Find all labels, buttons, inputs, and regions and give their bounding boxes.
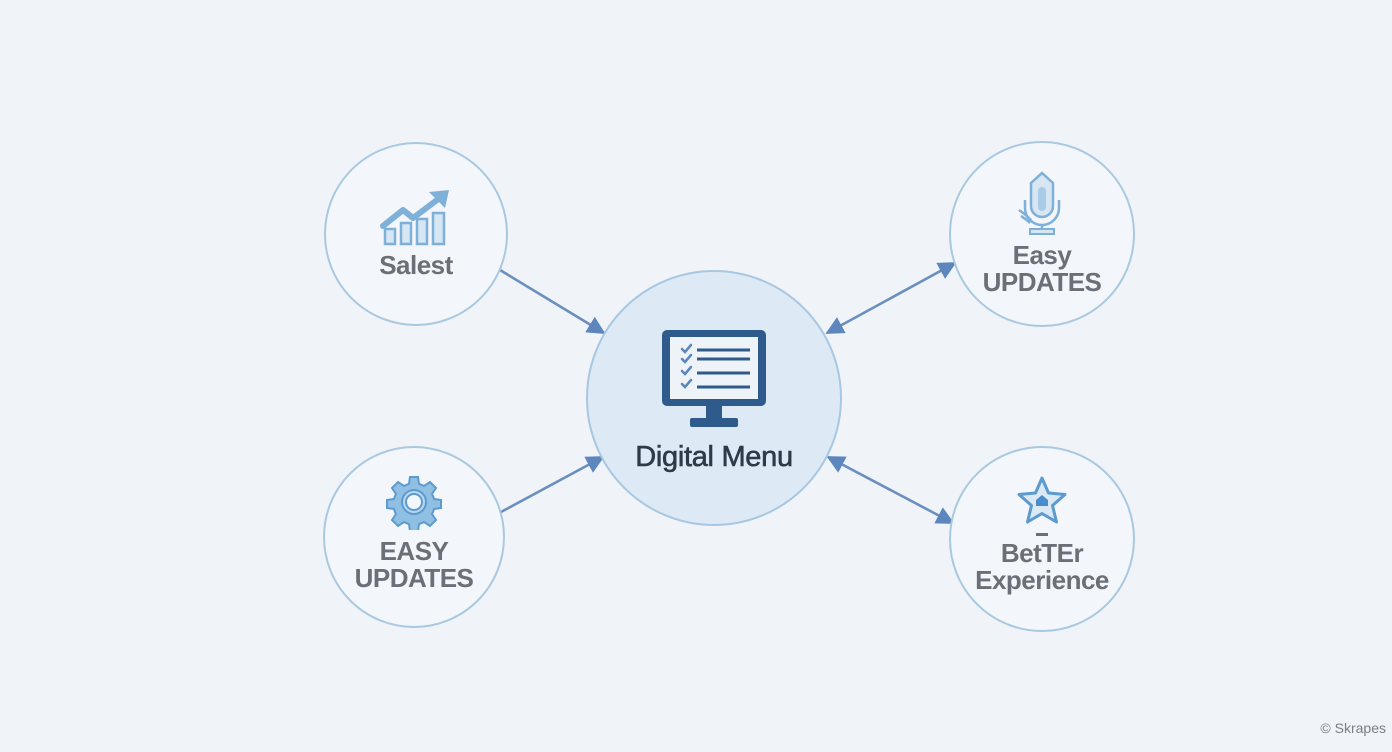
node-label: EASY UPDATES <box>355 538 474 592</box>
label-line: Experience <box>975 564 1109 595</box>
arrow-center-to-easy-updates-right <box>825 261 957 335</box>
microphone-icon <box>1018 171 1061 235</box>
monitor-checklist-icon <box>662 329 766 427</box>
label-line: EASY <box>379 536 449 566</box>
label-line: UPDATES <box>354 563 474 593</box>
node-label: BetTEr Experience <box>975 537 1109 595</box>
gear-icon <box>386 476 442 530</box>
divider-dash <box>1036 532 1048 536</box>
node-label: Easy UPDATES <box>983 242 1102 296</box>
watermark: © Skrapes <box>1320 720 1386 736</box>
arrow-salest-to-center <box>499 268 606 335</box>
node-easy-updates-right: Easy UPDATES <box>949 141 1135 327</box>
node-digital-menu: Digital Menu <box>586 270 842 526</box>
star-icon <box>1017 476 1067 523</box>
label-line: BetTEr <box>1000 537 1084 568</box>
label-line: UPDATES <box>982 267 1102 297</box>
label-line: Salest <box>379 249 453 280</box>
node-easy-updates-left: EASY UPDATES <box>323 446 505 628</box>
watermark-text: Skrapes <box>1334 720 1386 736</box>
node-sales: Salest <box>324 142 508 326</box>
label-line: Easy <box>1012 240 1072 270</box>
copyright-icon: © <box>1320 720 1331 736</box>
arrow-easy-updates-to-center <box>500 455 605 514</box>
growth-chart-icon <box>380 189 449 245</box>
node-label: Salest <box>379 249 453 280</box>
center-label: Digital Menu <box>635 440 793 473</box>
arrow-center-to-better-experience <box>826 455 955 525</box>
node-better-experience: BetTEr Experience <box>949 446 1135 632</box>
